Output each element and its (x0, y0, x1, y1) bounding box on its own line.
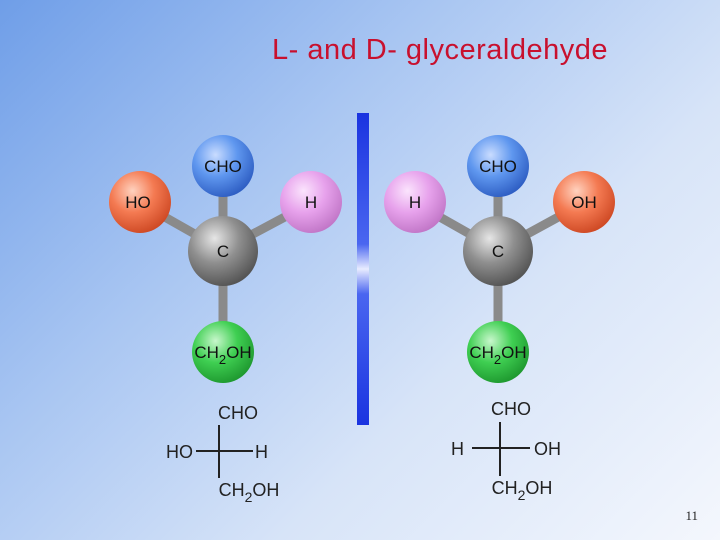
d-atom-c: C (463, 216, 533, 286)
svg-text:CH2OH: CH2OH (194, 343, 251, 367)
d-fischer-bottom-sub: 2 (518, 487, 526, 503)
l-fischer-bottom-sub: 2 (245, 489, 253, 505)
d-atom-h: H (384, 171, 446, 233)
svg-text:CH2OH: CH2OH (219, 480, 280, 505)
l-fischer-projection: CHO HO H CH2OH (166, 403, 279, 505)
d-glyceraldehyde-model: CHO H OH C CH2OH (384, 135, 615, 383)
l-atom-h: H (280, 171, 342, 233)
l-fischer-left: HO (166, 442, 193, 462)
d-fischer-top: CHO (491, 399, 531, 419)
l-atom-cho: CHO (192, 135, 254, 197)
svg-text:CH2OH: CH2OH (492, 478, 553, 503)
d-fischer-left: H (451, 439, 464, 459)
d-atom-oh-label: OH (571, 193, 597, 212)
d-fischer-projection: CHO H OH CH2OH (451, 399, 561, 503)
l-atom-c-label: C (217, 242, 229, 261)
l-atom-h-label: H (305, 193, 317, 212)
page-number: 11 (685, 508, 698, 523)
d-fischer-bottom-ch: CH (492, 478, 518, 498)
l-atom-c: C (188, 216, 258, 286)
d-atom-cho: CHO (467, 135, 529, 197)
l-fischer-bottom-oh: OH (252, 480, 279, 500)
l-atom-ho-label: HO (125, 193, 151, 212)
l-atom-ch2oh-ch: CH (194, 343, 219, 362)
l-atom-cho-label: CHO (204, 157, 242, 176)
l-fischer-bottom-ch: CH (219, 480, 245, 500)
mirror-plane (357, 113, 369, 425)
l-atom-ho: HO (109, 171, 171, 233)
d-fischer-bottom-oh: OH (525, 478, 552, 498)
d-atom-ch2oh: CH2OH (467, 321, 529, 383)
l-atom-ch2oh-oh: OH (226, 343, 252, 362)
d-atom-ch2oh-ch: CH (469, 343, 494, 362)
d-atom-ch2oh-sub: 2 (494, 352, 501, 367)
l-atom-ch2oh: CH2OH (192, 321, 254, 383)
d-atom-h-label: H (409, 193, 421, 212)
d-atom-oh: OH (553, 171, 615, 233)
d-fischer-right: OH (534, 439, 561, 459)
l-atom-ch2oh-sub: 2 (219, 352, 226, 367)
slide-title: L- and D- glyceraldehyde (271, 34, 608, 66)
l-glyceraldehyde-model: CHO HO H C CH2OH (109, 135, 342, 383)
svg-text:CH2OH: CH2OH (469, 343, 526, 367)
l-fischer-right: H (255, 442, 268, 462)
d-atom-c-label: C (492, 242, 504, 261)
d-atom-ch2oh-oh: OH (501, 343, 527, 362)
d-atom-cho-label: CHO (479, 157, 517, 176)
l-fischer-top: CHO (218, 403, 258, 423)
